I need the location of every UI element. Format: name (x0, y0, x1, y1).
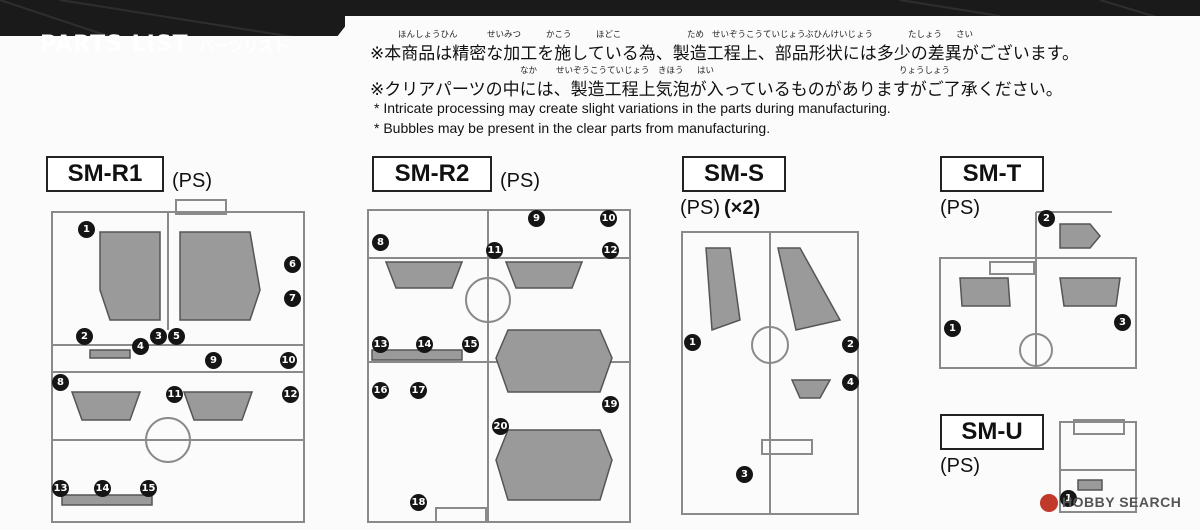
part-number: 1 (944, 320, 961, 337)
note-jp-1: ※本商品は精密な加工を施している為、製造工程上、部品形状には多少の差異がございま… (370, 44, 1080, 64)
part-number: 2 (842, 336, 859, 353)
part-number: 13 (372, 336, 389, 353)
note-en-1: * Intricate processing may create slight… (374, 100, 891, 116)
ruby: せいぞうこうていじょう (556, 66, 650, 76)
page-title: PARTS LIST パーツリスト (40, 32, 288, 57)
part-number: 20 (492, 418, 509, 435)
watermark: HOBBY SEARCH (1062, 494, 1182, 510)
watermark-logo-icon (1040, 494, 1058, 512)
part-number: 4 (842, 374, 859, 391)
part-number: 2 (76, 328, 93, 345)
ruby: なか (520, 66, 538, 76)
part-number: 5 (168, 328, 185, 345)
ruby: ため (687, 30, 705, 40)
part-number: 4 (132, 338, 149, 355)
part-number: 9 (205, 352, 222, 369)
part-number: 8 (372, 234, 389, 251)
part-number: 2 (1038, 210, 1055, 227)
part-number: 14 (94, 480, 111, 497)
material-sm-s: (PS)(×2) (680, 197, 760, 220)
sprue-label-sm-t: SM-T (940, 156, 1044, 192)
material-sm-r2: (PS) (500, 170, 540, 192)
material-sm-s-text: (PS) (680, 197, 720, 219)
part-number: 8 (52, 374, 69, 391)
ruby: さい (956, 30, 974, 40)
part-number: 12 (282, 386, 299, 403)
part-number: 10 (280, 352, 297, 369)
sprue-sm-s-frame (681, 231, 859, 515)
ruby: ほんしょうひん (398, 30, 458, 40)
part-number: 13 (52, 480, 69, 497)
part-number: 7 (284, 290, 301, 307)
sheet-top-band (345, 16, 1200, 38)
ruby: りょうしょう (899, 66, 951, 76)
part-number: 1 (1060, 490, 1077, 507)
title-en: PARTS LIST (40, 32, 189, 57)
part-number: 10 (600, 210, 617, 227)
sprue-label-sm-r1: SM-R1 (46, 156, 164, 192)
part-number: 9 (528, 210, 545, 227)
part-number: 1 (78, 221, 95, 238)
part-number: 11 (166, 386, 183, 403)
sprue-sm-r1-frame (51, 199, 305, 523)
material-sm-u: (PS) (940, 455, 980, 477)
ruby: ぶひんけいじょう (805, 30, 874, 40)
ruby: せいみつ (487, 30, 522, 40)
part-number: 3 (150, 328, 167, 345)
part-number: 16 (372, 382, 389, 399)
part-number: 1 (684, 334, 701, 351)
note-en-2: * Bubbles may be present in the clear pa… (374, 120, 771, 136)
part-number: 17 (410, 382, 427, 399)
note-jp-2: ※クリアパーツの中には、製造工程上気泡が入っているものがありますがご了承ください… (370, 80, 1063, 100)
sprue-label-sm-u: SM-U (940, 414, 1044, 450)
part-number: 15 (462, 336, 479, 353)
material-sm-r1: (PS) (172, 170, 212, 192)
material-sm-t: (PS) (940, 197, 980, 219)
part-number: 18 (410, 494, 427, 511)
qty-sm-s: (×2) (724, 197, 761, 219)
part-number: 12 (602, 242, 619, 259)
part-number: 14 (416, 336, 433, 353)
part-number: 6 (284, 256, 301, 273)
ruby: ほどこ (596, 30, 622, 40)
part-number: 3 (736, 466, 753, 483)
part-number: 19 (602, 396, 619, 413)
ruby: きほう (658, 66, 684, 76)
ruby: はい (697, 66, 715, 76)
sprue-label-sm-s: SM-S (682, 156, 786, 192)
ruby: たしょう (908, 30, 943, 40)
ruby: せいぞうこうていじょう (712, 30, 806, 40)
part-number: 15 (140, 480, 157, 497)
title-jp: パーツリスト (198, 37, 289, 55)
sprue-label-sm-r2: SM-R2 (372, 156, 492, 192)
ruby: かこう (546, 30, 572, 40)
sprue-sm-u-frame (1059, 419, 1137, 513)
part-number: 3 (1114, 314, 1131, 331)
part-number: 11 (486, 242, 503, 259)
